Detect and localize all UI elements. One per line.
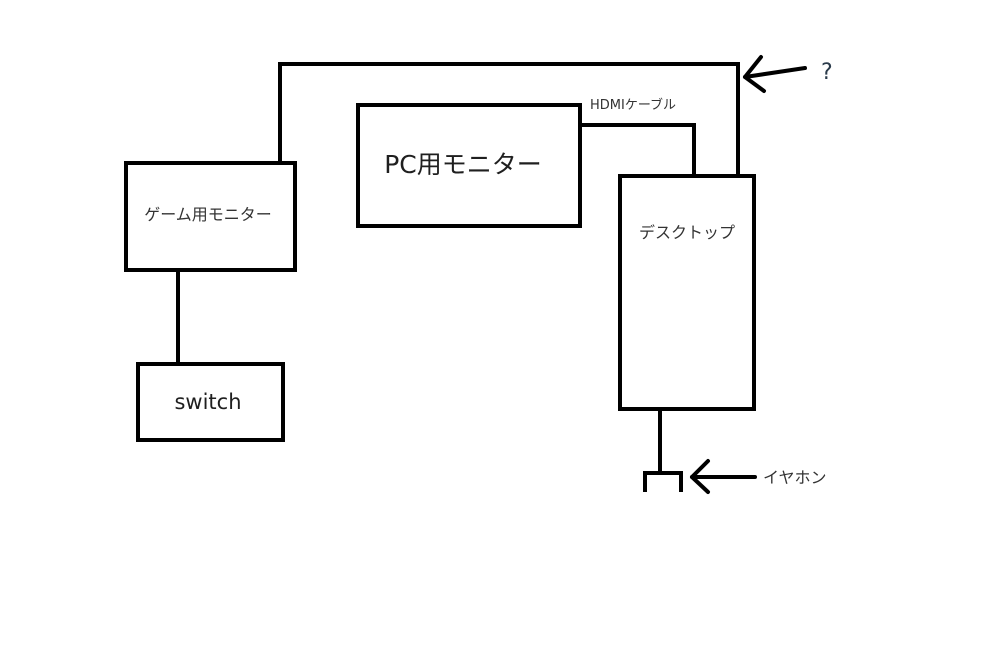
switch-box <box>136 362 285 442</box>
desktop-node: デスクトップ <box>618 174 756 411</box>
switch-node: switch <box>136 362 285 442</box>
question-mark-label: ? <box>821 60 833 85</box>
game-monitor-label: ゲーム用モニター <box>144 205 272 224</box>
earphone-plug-icon <box>643 471 683 492</box>
question-arrow-icon <box>743 55 807 93</box>
hdmi-cable-label: HDMIケーブル <box>590 97 676 113</box>
pc-monitor-box <box>356 103 582 228</box>
pc-monitor-label: PC用モニター <box>384 150 542 179</box>
switch-label: switch <box>174 390 241 414</box>
hdmi-cable-line <box>578 123 696 180</box>
game-monitor-node: ゲーム用モニター <box>124 161 297 272</box>
pc-monitor-node: PC用モニター <box>356 103 582 228</box>
earphone-label: イヤホン <box>763 468 827 487</box>
desktop-box <box>618 174 756 411</box>
unknown-cable-line <box>278 62 740 178</box>
desktop-label: デスクトップ <box>639 223 735 242</box>
game-monitor-box <box>124 161 297 272</box>
earphone-arrow-icon <box>690 459 757 494</box>
